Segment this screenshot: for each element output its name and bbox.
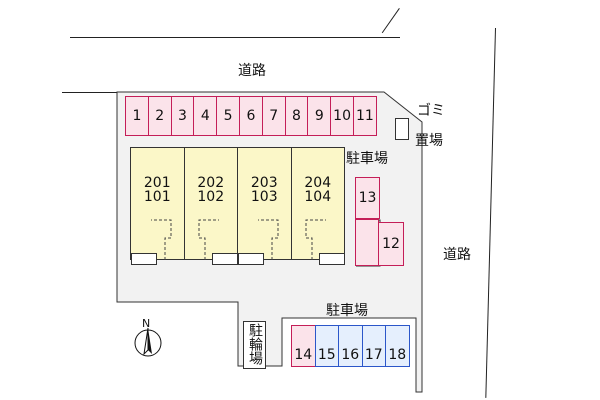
unit-lower-number: 104 — [304, 189, 332, 205]
bicycle-parking-label: 駐輪場 — [247, 323, 263, 365]
unit-upper-number: 201 — [143, 175, 171, 191]
parking-space-8: 8 — [284, 96, 309, 136]
north-arrow-icon — [134, 327, 162, 357]
parking-space-9: 9 — [307, 96, 332, 136]
parking-space-2: 2 — [147, 96, 172, 136]
unit-entry-outline — [258, 219, 279, 260]
parking-space-15: 15 — [314, 325, 339, 367]
bicycle-parking — [243, 321, 266, 369]
garbage-label-line1: ゴミ — [417, 103, 445, 119]
unit-upper-number: 204 — [304, 175, 332, 191]
garbage-area — [395, 118, 409, 140]
parking-space-13: 13 — [355, 177, 380, 219]
parking-space-13-strip — [355, 219, 379, 266]
unit-entrance-step — [319, 253, 345, 265]
parking-space-12: 12 — [378, 222, 404, 266]
garbage-label-line2: 置場 — [415, 133, 443, 149]
parking-space-17: 17 — [361, 325, 386, 367]
compass-north-label: N — [142, 317, 151, 330]
unit-lower-number: 103 — [250, 189, 278, 205]
unit-lower-number: 102 — [197, 189, 225, 205]
road-label-right: 道路 — [443, 247, 471, 263]
unit-lower-number: 101 — [143, 189, 171, 205]
parking-space-16: 16 — [338, 325, 363, 367]
unit-upper-number: 202 — [197, 175, 225, 191]
parking-space-1: 1 — [125, 96, 149, 136]
parking-space-14: 14 — [291, 325, 316, 367]
road-edge-lot-top — [62, 92, 117, 93]
unit-entrance-step — [238, 253, 264, 265]
unit-entry-outline — [151, 219, 172, 260]
road-label-top: 道路 — [238, 63, 266, 79]
unit-entry-outline — [305, 219, 326, 260]
parking-space-6: 6 — [239, 96, 263, 136]
unit-upper-number: 203 — [250, 175, 278, 191]
unit-entry-outline — [198, 219, 219, 260]
parking-label-lower: 駐車場 — [326, 303, 368, 319]
unit-entrance-step — [131, 253, 157, 265]
unit-entrance-step — [212, 253, 238, 265]
parking-space-11: 11 — [353, 96, 377, 136]
road-edge-top — [70, 37, 400, 38]
parking-label-upper: 駐車場 — [346, 151, 388, 167]
parking-space-3: 3 — [170, 96, 195, 136]
parking-space-7: 7 — [261, 96, 286, 136]
parking-space-18: 18 — [385, 325, 410, 367]
parking-space-5: 5 — [216, 96, 240, 136]
parking-space-10: 10 — [330, 96, 354, 136]
parking-space-4: 4 — [193, 96, 218, 136]
